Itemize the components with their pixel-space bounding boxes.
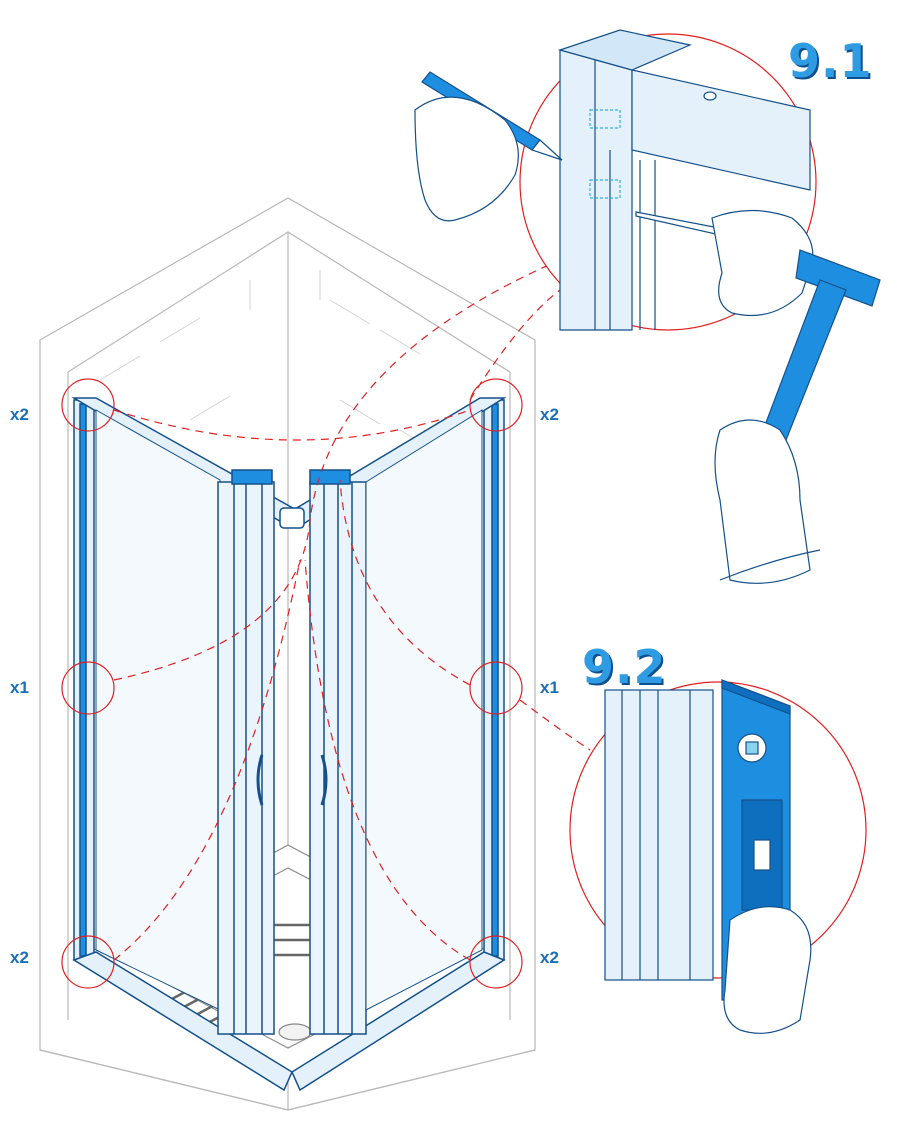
quantity-mid-right: x1 — [540, 678, 559, 697]
hand-icon — [714, 419, 811, 584]
quantity-top-left: x2 — [10, 405, 29, 424]
callout-markers — [61, 378, 523, 989]
leader-lines — [113, 259, 591, 961]
detail-9-1 — [414, 29, 881, 584]
quantity-bottom-right: x2 — [540, 948, 559, 967]
hand-icon — [723, 906, 812, 1034]
marker-mid-right — [469, 661, 523, 715]
marker-top-right — [469, 378, 523, 432]
shower-enclosure — [71, 397, 507, 1092]
detail-9-2 — [569, 679, 867, 1034]
marker-top-left — [61, 378, 115, 432]
marker-bottom-right — [469, 935, 523, 989]
step-label-9-1: 9.1 — [788, 34, 873, 88]
hand-icon — [414, 96, 519, 222]
quantity-top-right: x2 — [540, 405, 559, 424]
marker-mid-left — [61, 661, 115, 715]
quantity-mid-left: x1 — [10, 678, 29, 697]
quantity-bottom-left: x2 — [10, 948, 29, 967]
step-label-9-2: 9.2 — [582, 640, 667, 694]
marker-bottom-left — [61, 935, 115, 989]
